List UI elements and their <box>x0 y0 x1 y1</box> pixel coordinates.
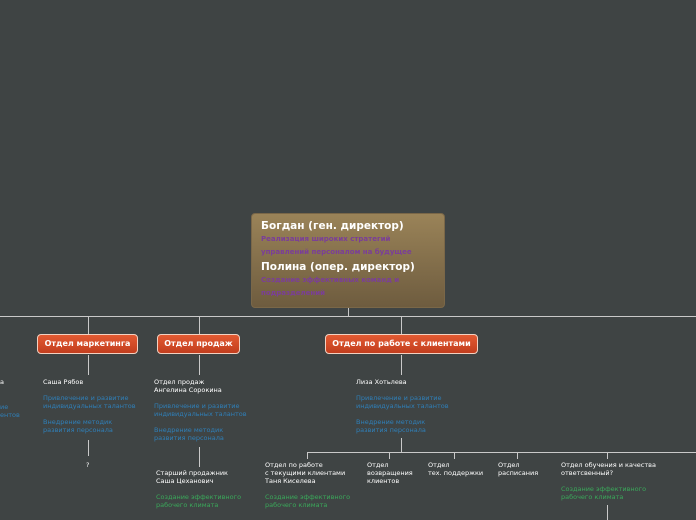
marketing-item1-line1: Привлечение и развитие <box>43 394 129 402</box>
department-clients[interactable]: Отдел по работе с клиентами <box>325 334 478 354</box>
sales-senior-line1: Старший продажник <box>156 469 228 477</box>
coo-goal-line-2: подразделений <box>261 289 326 297</box>
sub-schedule-line2: расписания <box>498 469 539 477</box>
ceo-title: Богдан (ген. директор) <box>261 220 404 232</box>
sub-training-line1: Отдел обучения и качества <box>561 461 656 469</box>
clients-item1-line1: Привлечение и развитие <box>356 394 442 402</box>
sub-current-clients-line1: Отдел по работе <box>265 461 323 469</box>
marketing-child-link <box>88 355 89 375</box>
clients-sub-tick-3 <box>454 452 455 459</box>
clients-sub-drop <box>401 438 402 452</box>
marketing-question: ? <box>86 461 90 469</box>
sales-item2-line1: Внедрение методик <box>154 426 224 434</box>
leftcut-blue-2: ентов <box>0 411 20 419</box>
sales-senior-goal-line2: рабочего климата <box>156 501 219 509</box>
sales-item2-line2: развития персонала <box>154 434 224 442</box>
sub-current-clients-goal-line2: рабочего климата <box>265 501 328 509</box>
clients-person: Лиза Хотьлева <box>356 378 407 386</box>
leftcut-blue-1: ие <box>0 403 9 411</box>
sub-support-line2: тех. поддержки <box>428 469 484 477</box>
marketing-drop <box>88 316 89 334</box>
clients-sub-bus <box>307 452 696 453</box>
coo-title: Полина (опер. директор) <box>261 261 415 273</box>
root-node[interactable]: Богдан (ген. директор) Реализация широки… <box>251 213 445 308</box>
coo-goal-line-1: Создание эффективных команд и <box>261 276 400 284</box>
clients-item1-line2: индивидуальных талантов <box>356 402 449 410</box>
sales-item1-line1: Привлечение и развитие <box>154 402 240 410</box>
sub-support-line1: Отдел <box>428 461 450 469</box>
sales-item1-line2: индивидуальных талантов <box>154 410 247 418</box>
department-marketing[interactable]: Отдел маркетинга <box>37 334 138 354</box>
sub-current-clients-line2: с текущими клиентами <box>265 469 346 477</box>
sub-training-goal-line2: рабочего климата <box>561 493 624 501</box>
ceo-goal-line-2: управлений персоналом на будущее <box>261 248 412 256</box>
marketing-person: Саша Рябов <box>43 378 84 386</box>
marketing-item1-line2: индивидуальных талантов <box>43 402 136 410</box>
leftcut-white: а <box>0 378 4 386</box>
clients-sub-tick-4 <box>517 452 518 459</box>
sub-training-goal-line1: Создание эффективного <box>561 485 647 493</box>
clients-item2-line2: развития персонала <box>356 426 426 434</box>
marketing-question-link <box>88 440 89 456</box>
marketing-item2-line1: Внедрение методик <box>43 418 113 426</box>
training-down-link <box>607 505 608 520</box>
sales-senior-link <box>199 447 200 467</box>
sub-training-line2: ответсвенный? <box>561 469 614 477</box>
marketing-item2-line2: развития персонала <box>43 426 113 434</box>
clients-sub-tick-2 <box>389 452 390 459</box>
sub-return-line1: Отдел <box>367 461 389 469</box>
clients-item2-line1: Внедрение методик <box>356 418 426 426</box>
clients-sub-tick-1 <box>307 452 308 459</box>
ceo-goal-line-1: Реализация широких стратегий <box>261 235 391 243</box>
sales-head-line2: Ангелина Сорокина <box>154 386 222 394</box>
clients-sub-tick-5 <box>607 452 608 459</box>
clients-drop <box>401 316 402 334</box>
sub-return-line2: возвращения <box>367 469 413 477</box>
sales-senior-goal-line1: Создание эффективного <box>156 493 242 501</box>
sub-current-clients-line3: Таня Киселева <box>265 477 316 485</box>
sub-current-clients-goal-line1: Создание эффективного <box>265 493 351 501</box>
root-connector <box>348 308 349 316</box>
sales-child-link <box>199 355 200 375</box>
main-bus <box>0 316 696 317</box>
sub-return-line3: клиентов <box>367 477 400 485</box>
clients-child-link <box>401 355 402 375</box>
sales-head-line1: Отдел продаж <box>154 378 205 386</box>
department-sales[interactable]: Отдел продаж <box>157 334 240 354</box>
sales-senior-line2: Саша Цеханович <box>156 477 214 485</box>
sub-schedule-line1: Отдел <box>498 461 520 469</box>
sales-drop <box>199 316 200 334</box>
